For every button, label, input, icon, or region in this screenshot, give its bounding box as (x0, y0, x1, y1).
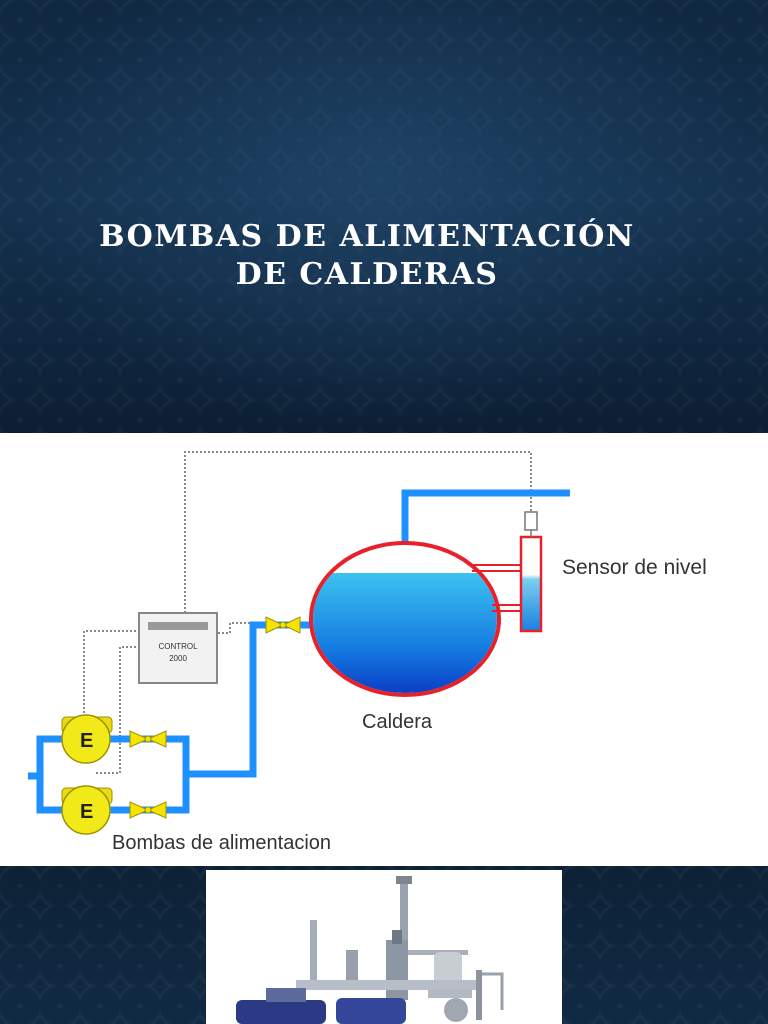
feed-valve (265, 616, 301, 634)
boiler-label: Caldera (362, 711, 433, 733)
signal-line-pump-1 (83, 630, 140, 725)
photo-slide-background (0, 866, 768, 1024)
pump-2: E (61, 785, 113, 835)
boiler-water (313, 573, 497, 693)
sensor-pipe-bottom (492, 604, 522, 612)
slide-title: BOMBAS DE ALIMENTACIÓN DE CALDERAS (0, 218, 734, 294)
pump-2-motor (61, 785, 111, 835)
pump-1-valve (129, 730, 167, 748)
signal-line-pump-2 (96, 646, 140, 774)
slide-title-line-1: BOMBAS DE ALIMENTACIÓN (99, 219, 635, 254)
pump-1-letter: E (80, 730, 93, 752)
level-gauge-tube (519, 535, 543, 633)
level-transmitter (524, 511, 538, 531)
sensor-pipe-top (472, 564, 522, 572)
signal-line-level (184, 451, 532, 613)
control-box: CONTROL 2000 (138, 612, 218, 684)
pump-2-valve (129, 801, 167, 819)
level-sensor (472, 511, 543, 633)
signal-line-valve (217, 622, 250, 634)
signal-lines (83, 451, 532, 774)
diagram-canvas: CONTROL 2000 E (28, 451, 570, 835)
boiler-feed-diagram: CONTROL 2000 E (0, 433, 768, 866)
control-box-label-2: 2000 (169, 654, 187, 663)
pump-1-motor (61, 714, 111, 764)
control-box-label-1: CONTROL (158, 642, 198, 651)
pump-1: E (61, 714, 113, 764)
control-box-display (148, 622, 208, 630)
slide-title-line-2: DE CALDERAS (235, 257, 499, 292)
pump-assembly-photo (206, 870, 562, 1024)
title-slide-background: BOMBAS DE ALIMENTACIÓN DE CALDERAS (0, 0, 768, 433)
pumps-label: Bombas de alimentacion (112, 832, 332, 854)
valves (129, 616, 301, 819)
pump-assembly-illustration (206, 870, 562, 1024)
boiler (309, 541, 501, 697)
sensor-label: Sensor de nivel (562, 556, 707, 579)
pipe-steam-outlet (401, 489, 570, 545)
pump-2-letter: E (80, 801, 93, 823)
